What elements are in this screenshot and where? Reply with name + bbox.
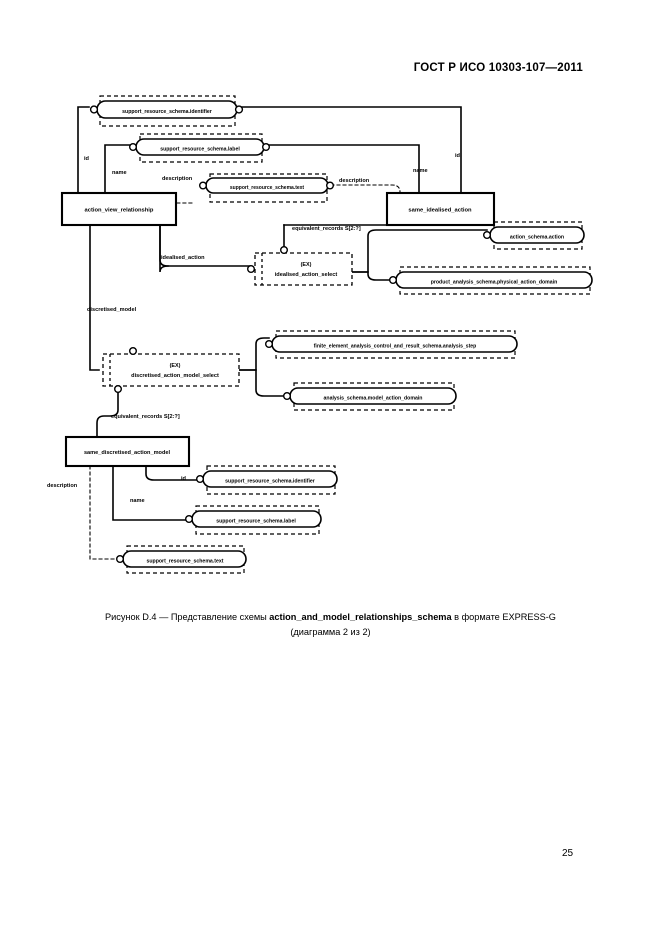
edge-select-model-domain [238, 369, 288, 397]
select-box-discretised-action-model-select: (EX) discretised_action_model_select [102, 347, 240, 394]
ref-box-model-action-domain: analysis_schema.model_action_domain [283, 382, 457, 411]
edge-avr-identifier [77, 106, 90, 194]
select-box-idealised-action-select: (EX) idealised_action_select [246, 245, 353, 286]
edge-identifier-sia [235, 106, 462, 194]
select-tag-idealised-action-select: (EX) [301, 262, 312, 268]
edge-idealised-action-corner [159, 224, 169, 267]
edge-label-description-bottom: description [47, 483, 78, 489]
ref-box-support-resource-schema-label-bottom: support_resource_schema.label [184, 505, 322, 535]
edge-text-sia [324, 184, 401, 194]
entity-label-action-view-relationship: action_view_relationship [85, 208, 154, 214]
ref-box-analysis-step: finite_element_analysis_control_and_resu… [265, 330, 518, 359]
caption-suffix: в формате EXPRESS-G [451, 612, 556, 622]
caption-prefix: Рисунок D.4 — Представление схемы [105, 612, 270, 622]
edge-label-name-right: name [413, 168, 428, 174]
entity-label-same-discretised-action-model: same_discretised_action_model [84, 450, 171, 456]
ref-box-support-resource-schema-label: support_resource_schema.label [128, 133, 271, 163]
edge-label-equivalent-records-top: equivalent_records S[2:?] [292, 226, 361, 232]
page-number: 25 [562, 848, 574, 859]
entity-label-same-idealised-action: same_idealised_action [408, 208, 472, 214]
edge-label-id-left: id [84, 156, 90, 162]
select-label-idealised-action-select: idealised_action_select [275, 272, 338, 278]
edge-sdam-description [89, 465, 121, 560]
ref-box-support-resource-schema-identifier: support_resource_schema.identifier [89, 95, 244, 127]
edge-equivalent-records-bottom [96, 386, 119, 438]
ref-label-support-resource-schema-label-bottom: support_resource_schema.label [216, 519, 296, 525]
entity-box-action-view-relationship: action_view_relationship [60, 191, 178, 227]
express-g-canvas: support_resource_schema.identifier suppo… [47, 95, 593, 574]
edge-idealised-action [159, 224, 251, 273]
ref-label-action-schema-action: action_schema.action [510, 235, 564, 241]
ref-label-support-resource-schema-text-bottom: support_resource_schema.text [147, 559, 224, 565]
edge-sdam-name [112, 465, 190, 521]
select-tag-discretised-action-model-select: (EX) [170, 363, 181, 369]
edge-label-equivalent-records-bottom: equivalent_records S[2:?] [111, 414, 180, 420]
edge-avr-label [104, 144, 131, 194]
ref-box-action-schema-action: action_schema.action [483, 221, 585, 250]
edge-discretised-model [89, 224, 100, 371]
figure-caption: Рисунок D.4 — Представление схемы action… [50, 610, 611, 640]
ref-label-support-resource-schema-label: support_resource_schema.label [160, 147, 240, 153]
edge-label-discretised-model: discretised_model [87, 307, 137, 313]
ref-box-support-resource-schema-text-top: support_resource_schema.text [198, 173, 335, 203]
edge-sdam-id [145, 465, 201, 481]
edge-label-id-bottom: id [181, 476, 187, 482]
edge-label-id-right: id [455, 153, 461, 159]
express-g-diagram: support_resource_schema.identifier suppo… [47, 95, 593, 574]
edge-select-analysis-step [238, 337, 270, 371]
ref-box-support-resource-schema-identifier-bottom: support_resource_schema.identifier [195, 465, 338, 495]
entity-box-same-idealised-action: same_idealised_action [385, 191, 496, 227]
ref-box-support-resource-schema-text-bottom: support_resource_schema.text [115, 545, 247, 574]
edge-label-sia [263, 144, 420, 194]
edge-label-name-bottom: name [130, 498, 145, 504]
select-label-discretised-action-model-select: discretised_action_model_select [131, 373, 219, 379]
ref-label-support-resource-schema-identifier: support_resource_schema.identifier [122, 109, 212, 115]
caption-line-2: (диаграмма 2 из 2) [290, 627, 371, 637]
document-header-standard-number: ГОСТ Р ИСО 10303-107—2011 [413, 62, 583, 74]
edge-label-description-left: description [162, 176, 193, 182]
edge-label-description-right: description [339, 178, 370, 184]
edge-label-idealised-action: idealised_action [161, 255, 205, 261]
caption-schema-name: action_and_model_relationships_schema [269, 612, 452, 622]
ref-label-support-resource-schema-text-top: support_resource_schema.text [230, 185, 305, 191]
ref-label-physical-action-domain: product_analysis_schema.physical_action_… [431, 280, 558, 286]
entity-box-same-discretised-action-model: same_discretised_action_model [64, 435, 191, 468]
ref-label-support-resource-schema-identifier-bottom: support_resource_schema.identifier [225, 479, 315, 485]
edge-label-name-left: name [112, 170, 127, 176]
ref-box-physical-action-domain: product_analysis_schema.physical_action_… [389, 266, 593, 295]
ref-label-analysis-step: finite_element_analysis_control_and_resu… [314, 344, 477, 350]
edge-select-physical-domain [351, 271, 394, 281]
ref-label-model-action-domain: analysis_schema.model_action_domain [324, 396, 423, 402]
edge-select-action-schema [351, 229, 488, 273]
